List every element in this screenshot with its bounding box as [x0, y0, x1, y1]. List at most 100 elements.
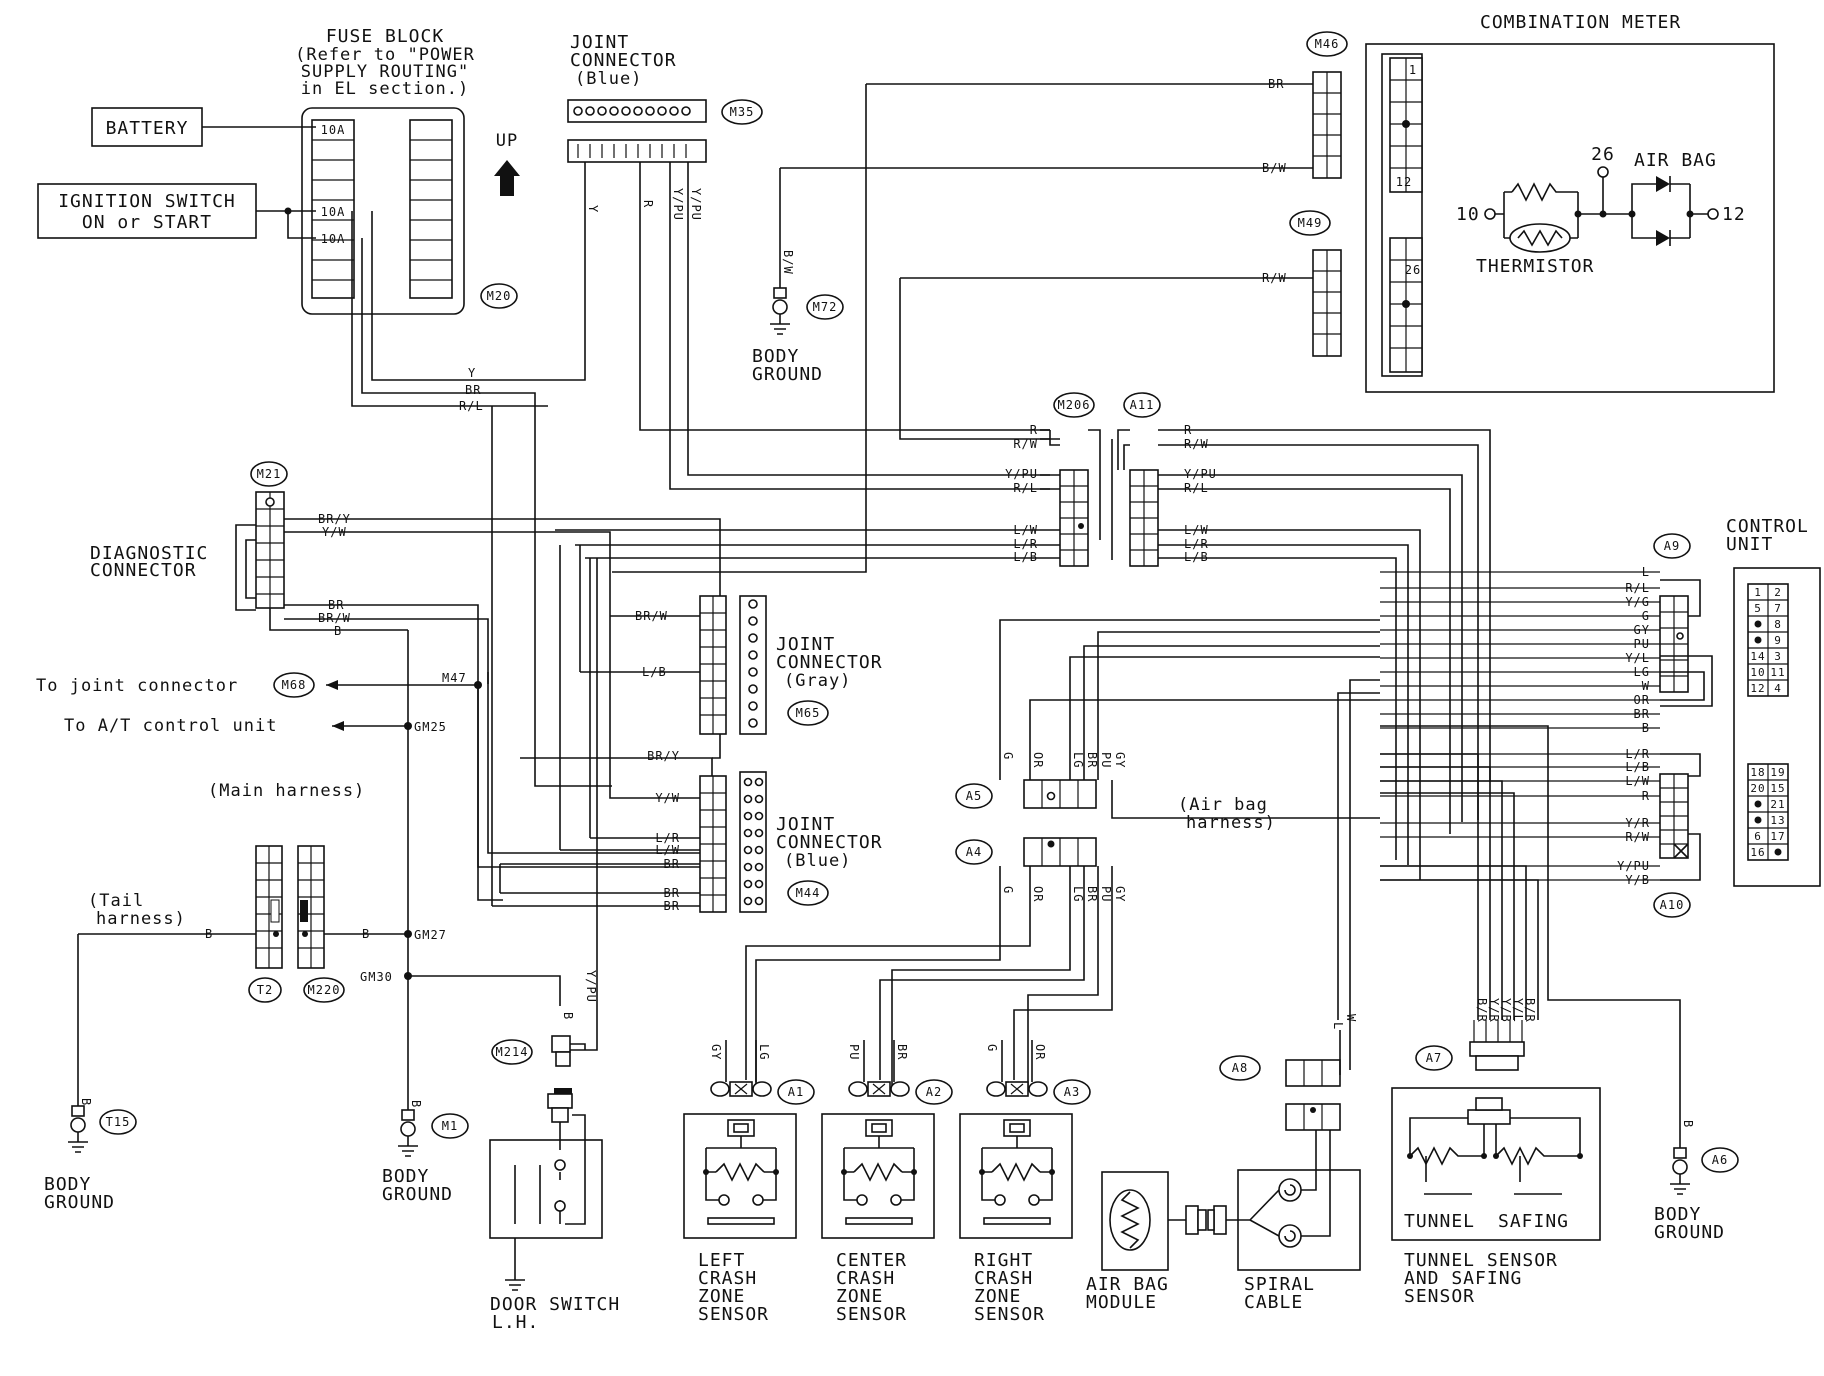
cu-pin-bottom-10: 16	[1750, 846, 1765, 859]
m44-wire-0: BR/Y	[647, 749, 680, 763]
cu-pin-bottom-7: 13	[1770, 814, 1785, 827]
m206-tag: M206	[1058, 398, 1091, 412]
combination-meter: COMBINATION METER 1 12 26 10 THERMISTOR …	[1365, 12, 1775, 393]
connector-a10: A10 L/RL/BL/WRY/RR/WY/PUY/B	[1380, 747, 1701, 918]
a9-tag: A9	[1664, 539, 1680, 553]
crash-sensor-label-0-1: CRASH	[698, 1268, 757, 1289]
a11-wire-5: L/R	[1184, 537, 1209, 551]
a6-label-2: GROUND	[1654, 1222, 1725, 1243]
external-refs: To joint connector M68 M47 To A/T contro…	[36, 671, 482, 801]
crash-sensor-label-2-0: RIGHT	[974, 1250, 1033, 1271]
t15-label-1: BODY	[44, 1174, 91, 1195]
wire-ypu-m35-1: Y/PU	[671, 188, 685, 221]
tunnel-label: TUNNEL	[1404, 1211, 1475, 1232]
m206-wire-1: R/W	[1013, 437, 1038, 451]
cu-pin-top-3: 7	[1774, 602, 1782, 615]
crash-sensor-label-2-2: ZONE	[974, 1286, 1021, 1307]
wire-l-a8: L	[1331, 1022, 1345, 1030]
wire-ypu-door: Y/PU	[584, 970, 598, 1003]
wire-br-1: BR	[465, 383, 481, 397]
a7-wire-4: B/R	[1523, 998, 1537, 1023]
m1-label-1: BODY	[382, 1166, 429, 1187]
cu-pin-top-8: 14	[1750, 650, 1765, 663]
wire-b-a6: B	[1681, 1120, 1695, 1128]
cu-pin-top-7: 9	[1774, 634, 1782, 647]
cu-pin-bottom-5: 21	[1770, 798, 1785, 811]
cu-pin-top-9: 3	[1774, 650, 1782, 663]
a7-wire-3: Y/L	[1511, 998, 1525, 1023]
cu-pin-bottom-0: 18	[1750, 766, 1765, 779]
crash-wire-2-a: G	[985, 1044, 999, 1052]
m206-wire-3: R/L	[1013, 481, 1038, 495]
wire-w-a8: W	[1344, 1014, 1358, 1022]
m206-wire-5: L/R	[1013, 537, 1038, 551]
wire-yw-m21: Y/W	[322, 525, 347, 539]
crash-sensor-tag-2: A3	[1064, 1085, 1080, 1099]
cu-pin-bottom-3: 15	[1770, 782, 1785, 795]
jc-m35-tag: M35	[730, 105, 755, 119]
a8-tag: A8	[1232, 1061, 1248, 1075]
a5-wire-5: GY	[1113, 752, 1127, 768]
air-bag-module-label-1: AIR BAG	[1086, 1274, 1169, 1295]
m206-wire-6: L/B	[1013, 550, 1038, 564]
crash-wire-2-b: OR	[1033, 1044, 1047, 1060]
cu-pin-bottom-9: 17	[1770, 830, 1785, 843]
up-label: UP	[496, 131, 518, 151]
to-at-control-unit: To A/T control unit	[64, 716, 277, 736]
wire-rl-1: R/L	[459, 399, 484, 413]
tunnel-safing-sensor: A7 B/RY/RY/BY/LB/R TUNNEL SAFING TUNNEL …	[1391, 998, 1601, 1307]
jc-m35-color: (Blue)	[575, 69, 642, 89]
fuse-10a-3: 10A	[321, 232, 346, 246]
diagnostic-label-1: DIAGNOSTIC	[90, 543, 208, 564]
crash-sensor-label-0-2: ZONE	[698, 1286, 745, 1307]
joint-connector-m44: JOINT CONNECTOR (Blue) M44 BR/YY/WL/RL/W…	[491, 406, 882, 913]
cu-pin-bottom-8: 6	[1754, 830, 1762, 843]
cu-pin-top-0: 1	[1754, 586, 1762, 599]
wire-b-m1: B	[409, 1100, 423, 1108]
jc-m44-tag: M44	[796, 886, 821, 900]
meter-pin-26: 26	[1405, 263, 1421, 277]
a7-wire-0: B/R	[1475, 998, 1489, 1023]
body-ground-m72: B/W M72 BODY GROUND	[752, 167, 1320, 385]
jc-m35-title-2: CONNECTOR	[570, 50, 677, 71]
wire-ypu-m35-2: Y/PU	[689, 188, 703, 221]
a7-tag: A7	[1426, 1051, 1442, 1065]
meter-pin-12: 12	[1396, 175, 1412, 189]
a7-wire-1: Y/R	[1487, 998, 1501, 1023]
body-ground-t15: B T15 BODY GROUND	[44, 934, 137, 1213]
m46-tag: M46	[1315, 37, 1340, 51]
wire-bw-m72: B/W	[781, 250, 795, 275]
air-bag-module: AIR BAG MODULE	[1086, 1171, 1227, 1313]
door-switch-label-1: DOOR SWITCH	[490, 1294, 620, 1315]
tail-harness-label-1: (Tail	[88, 891, 144, 911]
fuse-10a-1: 10A	[321, 123, 346, 137]
wire-r-m35: R	[641, 200, 655, 208]
cu-pin-top-5: 8	[1774, 618, 1782, 631]
a4-wire-3: BR	[1085, 886, 1099, 902]
spiral-cable: A8 L W SPIRAL CABLE	[1219, 1014, 1361, 1313]
m1-label-2: GROUND	[382, 1184, 453, 1205]
m72-label-2: GROUND	[752, 364, 823, 385]
gm30-tag: GM30	[360, 970, 393, 984]
fuse-block-title: FUSE BLOCK	[326, 26, 444, 47]
cu-pin-top-12: 12	[1750, 682, 1765, 695]
wire-b-m21: B	[334, 624, 342, 638]
air-bag-module-label-2: MODULE	[1086, 1292, 1157, 1313]
air-bag-harness-label-1: (Air bag	[1178, 795, 1268, 815]
m214-tag: M214	[496, 1045, 529, 1059]
diagnostic-label-2: CONNECTOR	[90, 560, 197, 581]
air-bag-harness-label-2: harness)	[1186, 813, 1276, 833]
crash-sensor-tag-1: A2	[926, 1085, 942, 1099]
control-unit-label-1: CONTROL	[1726, 516, 1809, 537]
m44-wire-1: Y/W	[655, 791, 680, 805]
spiral-cable-label-2: CABLE	[1244, 1292, 1303, 1313]
a5-wire-3: BR	[1085, 752, 1099, 768]
wire-br-m21: BR	[328, 598, 344, 612]
a4-wire-0: G	[1001, 886, 1015, 894]
